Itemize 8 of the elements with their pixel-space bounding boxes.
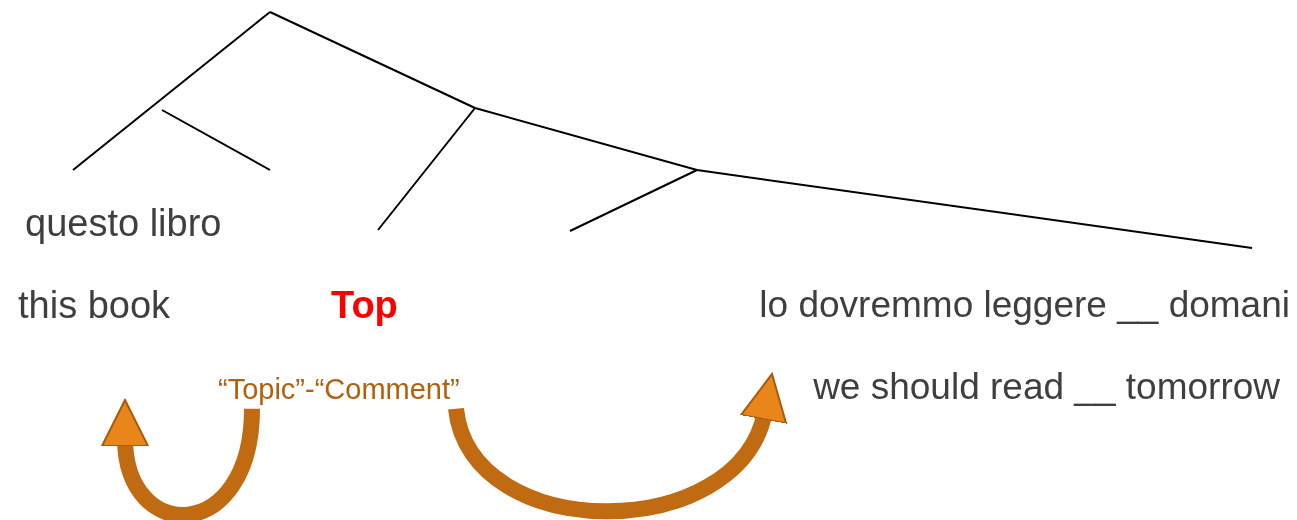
tree-label: Top: [331, 283, 398, 329]
tree-label: lo dovremmo leggere __ domani: [759, 283, 1290, 328]
tree-label: questo libro: [25, 201, 222, 247]
tree-label: this book: [18, 283, 171, 329]
tree-label: “Topic”-“Comment”: [218, 372, 460, 407]
curved-arrow: [448, 374, 785, 520]
curved-arrow: [101, 399, 260, 520]
tree-label: we should read __ tomorrow: [813, 365, 1280, 410]
